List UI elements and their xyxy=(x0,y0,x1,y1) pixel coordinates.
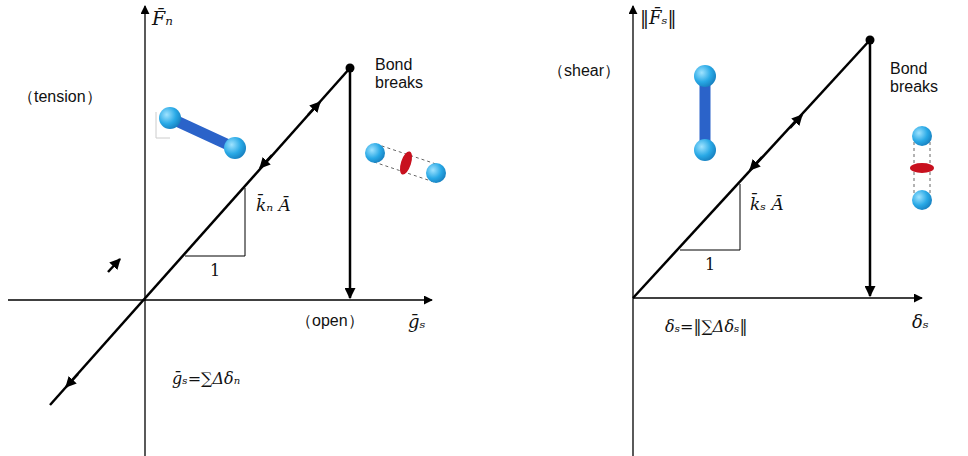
axis-label: F̄ₙ xyxy=(152,8,173,30)
formula: ḡₛ=∑Δδₙ xyxy=(172,370,240,388)
formula: δₛ=‖∑Δδₛ‖ xyxy=(665,318,747,336)
intact-bond-tension xyxy=(156,107,246,159)
break-point xyxy=(866,36,875,45)
axis-label: ḡₛ xyxy=(408,312,426,333)
annotation: Bond breaks xyxy=(375,56,435,93)
slope-triangle xyxy=(185,188,245,256)
broken-bond-tension xyxy=(365,143,446,183)
axis-note: （tension） xyxy=(18,88,102,106)
tension-curve xyxy=(50,68,350,405)
intact-bond-shear xyxy=(694,65,716,161)
axis-label: ‖F̄ₛ‖ xyxy=(640,8,677,29)
axis-label: δₛ xyxy=(912,312,929,333)
slope-triangle xyxy=(680,184,740,250)
break-point xyxy=(346,64,355,73)
slope-label: k̄ₙ Ā xyxy=(256,196,291,216)
right-axes xyxy=(633,6,922,456)
slope-label: k̄ₛ Ā xyxy=(750,195,784,215)
broken-bond-shear xyxy=(910,126,934,210)
shear-curve xyxy=(633,40,870,298)
left-axes xyxy=(8,6,432,456)
slope-unit: 1 xyxy=(705,256,715,274)
axis-note: （shear） xyxy=(548,62,620,80)
axis-note: （open） xyxy=(296,312,364,330)
slope-unit: 1 xyxy=(210,262,220,280)
annotation: Bond breaks xyxy=(890,60,950,97)
